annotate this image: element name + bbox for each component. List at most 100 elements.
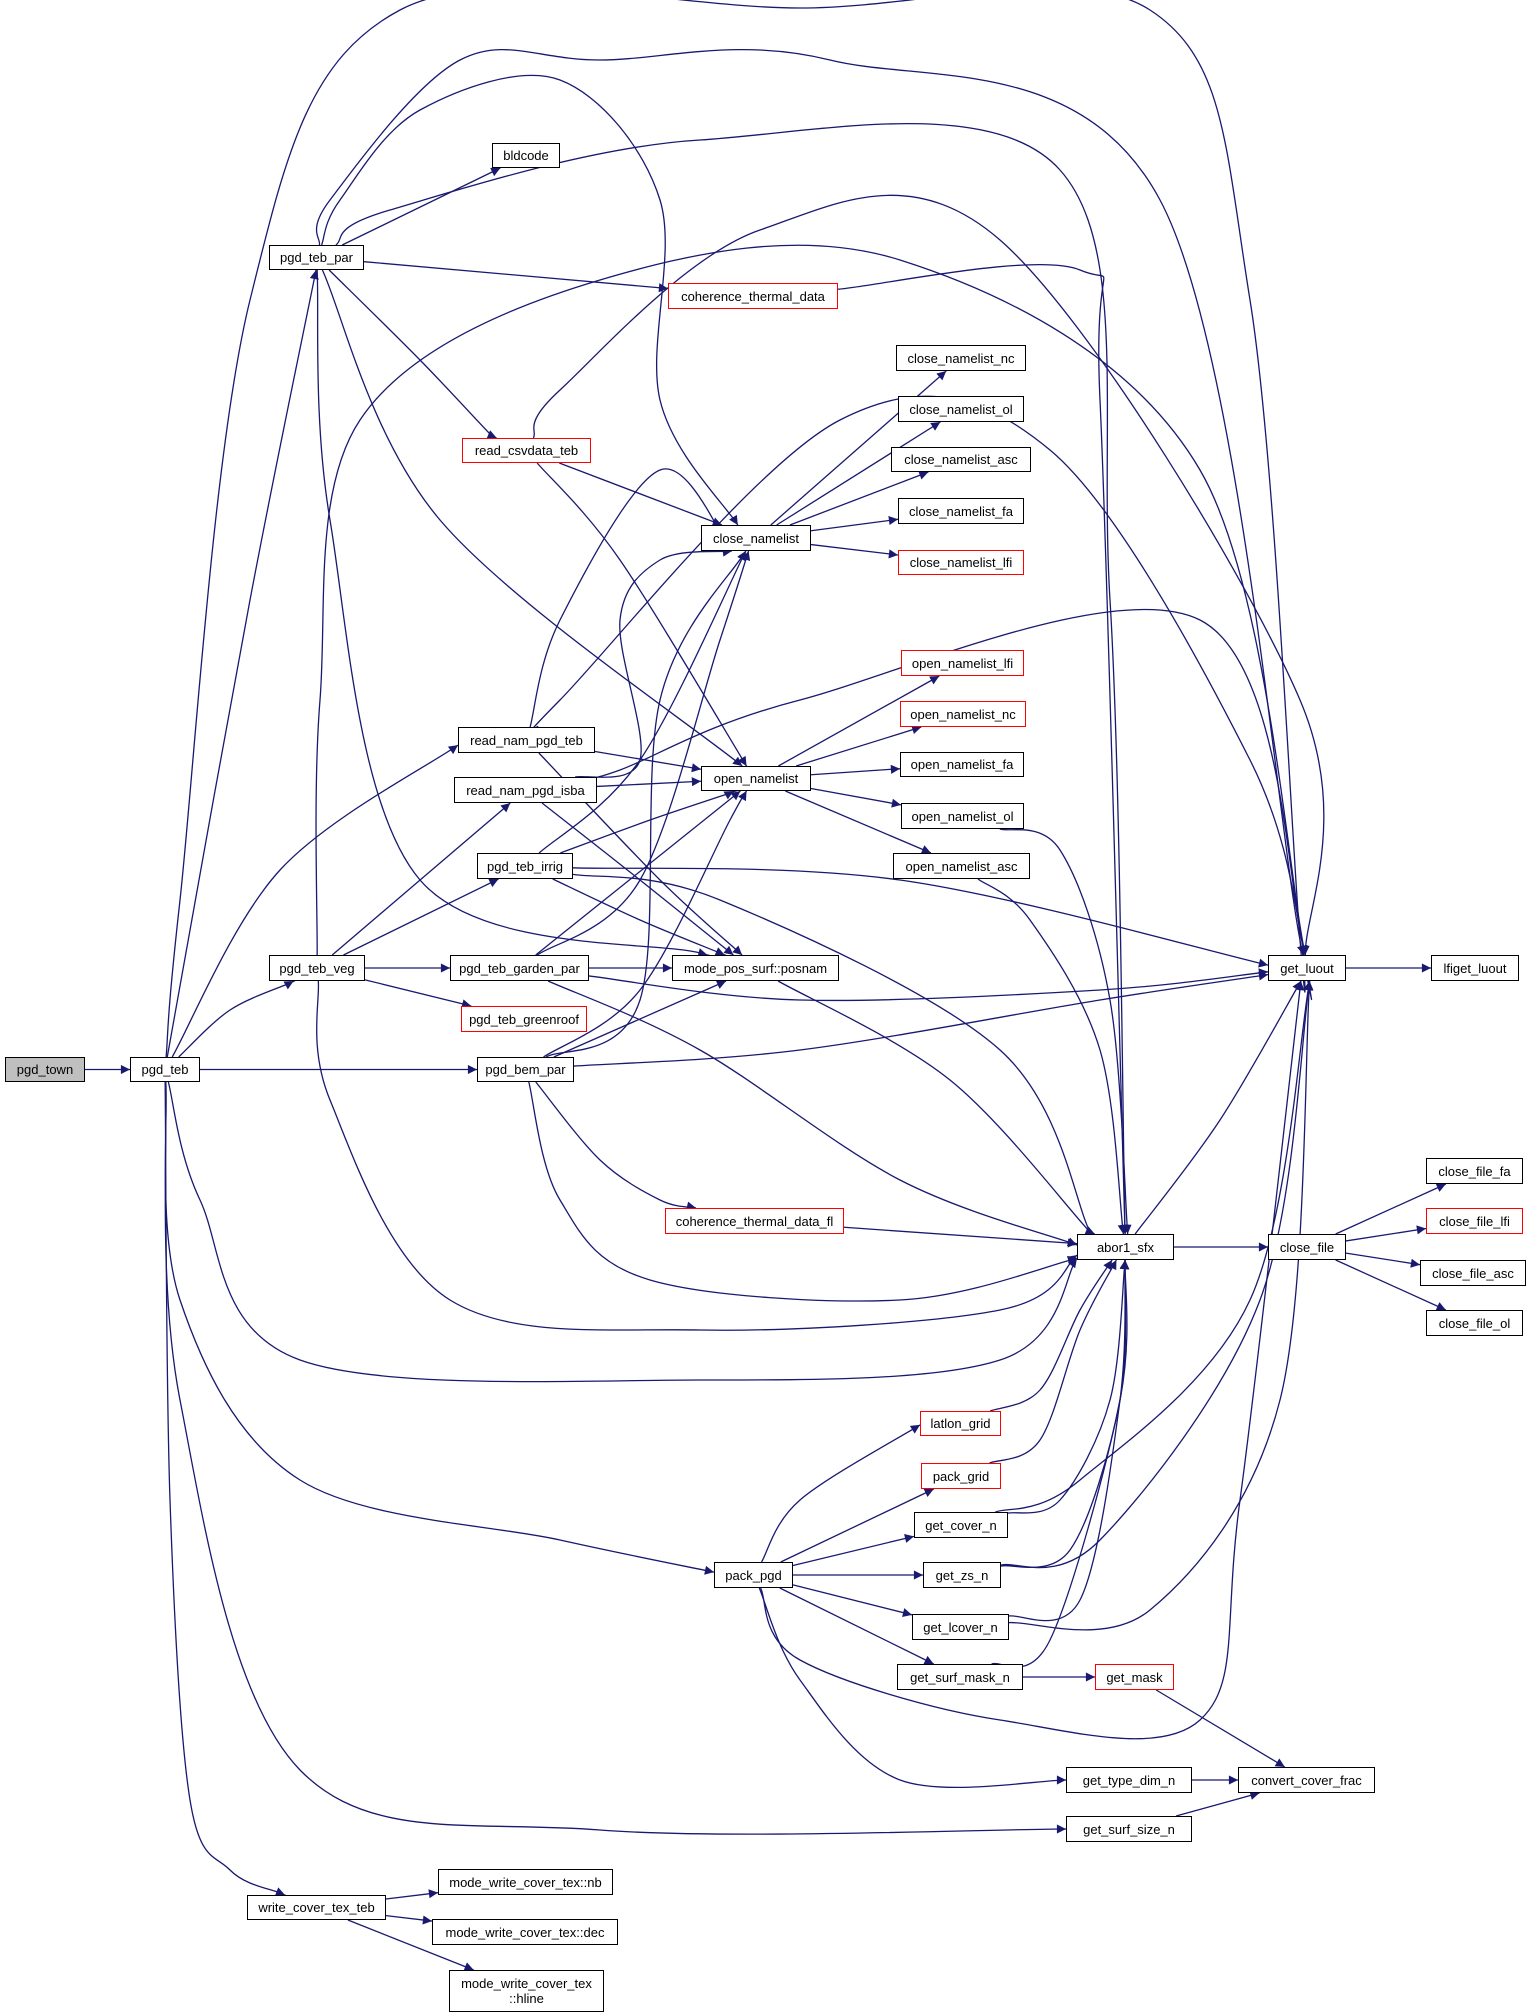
graph-node-label: close_file: [1279, 1239, 1335, 1255]
graph-node-get-mask[interactable]: get_mask: [1095, 1664, 1174, 1690]
graph-node-label: open_namelist_ol: [911, 808, 1014, 824]
graph-node-coherence-thermal-data[interactable]: coherence_thermal_data: [668, 283, 838, 309]
call-edge-pgd_teb_par-to-close_namelist: [320, 74, 739, 526]
graph-node-label: get_mask: [1106, 1669, 1163, 1685]
call-edge-pgd_teb_par-to-open_namelist: [321, 269, 743, 767]
graph-node-label: pgd_teb_greenroof: [469, 1011, 579, 1027]
graph-node-posnam[interactable]: mode_pos_surf::posnam: [672, 955, 839, 981]
graph-node-pgd-teb[interactable]: pgd_teb: [130, 1057, 200, 1082]
graph-node-label: convert_cover_frac: [1251, 1772, 1362, 1788]
graph-node-label: pgd_town: [16, 1062, 74, 1077]
graph-node-label: open_namelist_nc: [910, 706, 1016, 722]
graph-node-close-namelist-lfi[interactable]: close_namelist_lfi: [898, 550, 1024, 575]
graph-node-open-namelist-ol[interactable]: open_namelist_ol: [901, 803, 1024, 829]
graph-node-pgd-bem-par[interactable]: pgd_bem_par: [477, 1057, 574, 1082]
graph-node-lfiget-luout[interactable]: lfiget_luout: [1431, 955, 1519, 981]
call-edge-close_namelist-to-close_namelist_ol: [776, 421, 941, 526]
call-edge-pgd_teb-to-get_luout: [165, 0, 1306, 1058]
graph-node-pgd-teb-greenroof[interactable]: pgd_teb_greenroof: [461, 1006, 587, 1032]
graph-node-read-nam-pgd-isba[interactable]: read_nam_pgd_isba: [454, 777, 597, 803]
call-edge-close_file-to-close_file_lfi: [1345, 1225, 1427, 1242]
graph-node-mwct-nb[interactable]: mode_write_cover_tex::nb: [438, 1869, 613, 1895]
call-edge-close_file-to-close_file_asc: [1345, 1252, 1421, 1268]
graph-node-pgd-teb-par[interactable]: pgd_teb_par: [269, 245, 364, 270]
call-edge-read_nam_pgd_teb-to-close_namelist: [529, 468, 733, 728]
call-edge-read_nam_pgd_isba-to-close_namelist: [574, 547, 732, 778]
call-edge-pgd_teb_veg-to-pgd_teb_greenroof: [364, 979, 472, 1009]
graph-node-get-type-dim-n[interactable]: get_type_dim_n: [1066, 1767, 1192, 1793]
graph-node-label: coherence_thermal_data_fl: [675, 1213, 834, 1229]
graph-node-mwct-hline[interactable]: mode_write_cover_tex ::hline: [449, 1970, 604, 2012]
graph-node-label: mode_write_cover_tex ::hline: [461, 1976, 592, 2006]
call-edge-pack_pgd-to-get_lcover_n: [792, 1584, 913, 1618]
graph-node-label: open_namelist_asc: [905, 858, 1018, 874]
call-edge-close_namelist-to-close_namelist_fa: [810, 515, 899, 532]
graph-node-coherence-thermal-data-fl[interactable]: coherence_thermal_data_fl: [665, 1208, 844, 1234]
graph-node-get-cover-n[interactable]: get_cover_n: [914, 1512, 1008, 1538]
graph-node-close-namelist-asc[interactable]: close_namelist_asc: [891, 447, 1031, 472]
graph-node-label: bldcode: [503, 148, 549, 163]
graph-node-label: get_surf_size_n: [1083, 1821, 1175, 1837]
graph-node-read-nam-pgd-teb[interactable]: read_nam_pgd_teb: [458, 727, 595, 753]
graph-node-close-namelist[interactable]: close_namelist: [701, 525, 811, 551]
graph-node-pack-grid[interactable]: pack_grid: [921, 1463, 1001, 1489]
graph-node-close-file[interactable]: close_file: [1268, 1234, 1346, 1260]
call-edge-pgd_teb_par-to-coherence_thermal_data: [363, 261, 669, 293]
call-edge-pgd_teb_veg-to-read_nam_pgd_isba: [331, 802, 511, 956]
graph-node-get-surf-size-n[interactable]: get_surf_size_n: [1066, 1816, 1192, 1842]
call-edge-read_nam_pgd_isba-to-get_luout: [586, 608, 1307, 956]
call-edge-get_surf_size_n-to-convert_cover_frac: [1175, 1791, 1260, 1817]
call-edge-get_cover_n-to-get_luout: [995, 980, 1313, 1513]
graph-node-pgd-teb-veg[interactable]: pgd_teb_veg: [269, 955, 365, 981]
graph-node-get-zs-n[interactable]: get_zs_n: [923, 1562, 1001, 1588]
call-edge-pgd_bem_par-to-open_namelist: [543, 790, 748, 1058]
call-edge-open_namelist-to-open_namelist_lfi: [778, 675, 940, 767]
call-edge-get_cover_n-to-abor1_sfx: [1007, 1259, 1129, 1514]
graph-node-bldcode[interactable]: bldcode: [492, 143, 560, 168]
call-edge-pgd_teb-to-read_nam_pgd_teb: [171, 744, 459, 1058]
graph-node-label: latlon_grid: [930, 1416, 991, 1431]
call-edge-open_namelist_ol-to-abor1_sfx: [999, 828, 1132, 1235]
graph-node-label: close_namelist_nc: [907, 350, 1015, 366]
graph-node-open-namelist-nc[interactable]: open_namelist_nc: [900, 701, 1026, 727]
graph-node-label: get_luout: [1280, 960, 1334, 976]
graph-node-read-csvdata-teb[interactable]: read_csvdata_teb: [462, 438, 591, 463]
graph-node-latlon-grid[interactable]: latlon_grid: [920, 1411, 1001, 1436]
graph-node-pgd-teb-garden-par[interactable]: pgd_teb_garden_par: [450, 955, 589, 981]
call-edge-close_file-to-close_file_ol: [1335, 1259, 1447, 1311]
graph-node-mwct-dec[interactable]: mode_write_cover_tex::dec: [432, 1919, 618, 1945]
graph-node-label: close_namelist_fa: [908, 503, 1014, 519]
graph-node-convert-cover-frac[interactable]: convert_cover_frac: [1238, 1767, 1375, 1793]
graph-node-abor1-sfx[interactable]: abor1_sfx: [1077, 1234, 1174, 1260]
call-edge-get_mask-to-convert_cover_frac: [1155, 1689, 1286, 1768]
graph-node-get-lcover-n[interactable]: get_lcover_n: [912, 1614, 1009, 1640]
graph-node-close-file-fa[interactable]: close_file_fa: [1426, 1158, 1523, 1184]
call-edge-pgd_bem_par-to-abor1_sfx: [528, 1081, 1078, 1302]
graph-node-open-namelist-lfi[interactable]: open_namelist_lfi: [901, 650, 1024, 676]
graph-node-open-namelist[interactable]: open_namelist: [701, 766, 811, 791]
graph-node-pack-pgd[interactable]: pack_pgd: [714, 1562, 793, 1588]
call-edge-pgd_teb_par-to-bldcode: [341, 167, 501, 246]
graph-node-pgd-town[interactable]: pgd_town: [5, 1057, 85, 1082]
graph-node-get-surf-mask-n[interactable]: get_surf_mask_n: [897, 1664, 1023, 1690]
graph-node-close-namelist-ol[interactable]: close_namelist_ol: [898, 396, 1024, 422]
graph-node-label: get_lcover_n: [923, 1619, 998, 1635]
graph-node-open-namelist-fa[interactable]: open_namelist_fa: [900, 752, 1024, 777]
graph-node-close-namelist-fa[interactable]: close_namelist_fa: [898, 498, 1024, 524]
graph-node-label: read_nam_pgd_teb: [470, 732, 583, 748]
graph-node-label: pgd_teb_par: [279, 250, 353, 265]
graph-node-open-namelist-asc[interactable]: open_namelist_asc: [893, 853, 1030, 879]
call-edge-coherence_thermal_data-to-abor1_sfx: [837, 263, 1130, 1235]
graph-node-label: pack_grid: [932, 1468, 990, 1484]
graph-node-write-cover-tex-teb[interactable]: write_cover_tex_teb: [247, 1895, 386, 1920]
graph-node-label: close_namelist: [713, 530, 799, 546]
graph-node-close-file-lfi[interactable]: close_file_lfi: [1426, 1208, 1523, 1234]
graph-node-close-file-ol[interactable]: close_file_ol: [1426, 1310, 1523, 1336]
graph-node-get-luout[interactable]: get_luout: [1268, 955, 1346, 981]
call-edge-pgd_teb_garden_par-to-close_namelist: [536, 550, 751, 956]
call-edge-close_namelist-to-close_namelist_asc: [789, 471, 929, 526]
graph-node-pgd-teb-irrig[interactable]: pgd_teb_irrig: [477, 853, 573, 879]
call-edge-pgd_teb-to-pack_pgd: [164, 1081, 715, 1575]
graph-node-close-file-asc[interactable]: close_file_asc: [1420, 1260, 1526, 1286]
graph-node-close-namelist-nc[interactable]: close_namelist_nc: [896, 345, 1026, 371]
